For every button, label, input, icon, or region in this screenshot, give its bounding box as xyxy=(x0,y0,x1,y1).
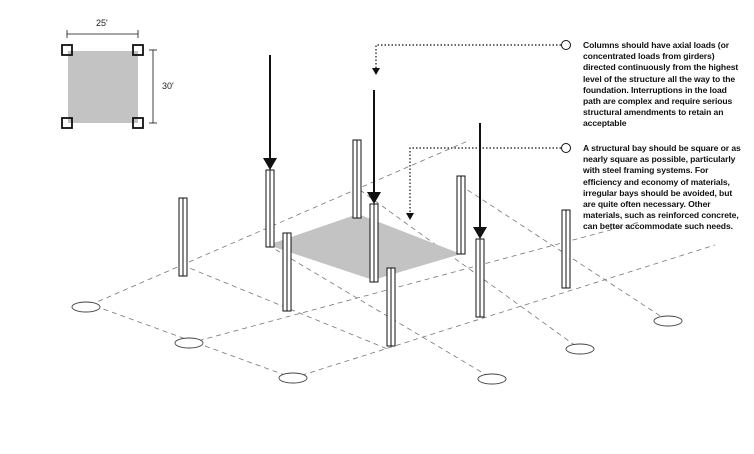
leader-arrow-head xyxy=(406,213,414,220)
grid-line xyxy=(89,139,471,306)
column xyxy=(386,267,396,347)
leader-line-axial-loads xyxy=(375,44,561,70)
column xyxy=(352,139,362,219)
leader-arrow-head xyxy=(372,68,380,75)
load-arrow-head xyxy=(367,192,381,204)
load-arrow-head xyxy=(263,158,277,170)
columns xyxy=(178,139,571,347)
plan-column xyxy=(132,117,144,129)
footings xyxy=(71,301,683,385)
plan-depth-label: 30' xyxy=(162,81,174,91)
column xyxy=(369,203,379,283)
grid-line xyxy=(459,184,669,322)
column xyxy=(282,232,292,312)
grid-line xyxy=(292,244,716,379)
column xyxy=(456,175,466,255)
footing xyxy=(477,373,507,385)
load-arrow-head xyxy=(473,227,487,239)
note-axial-loads: Columns should have axial loads (or conc… xyxy=(583,40,739,129)
footing xyxy=(71,301,101,313)
note-structural-bay: A structural bay should be square or as … xyxy=(583,143,741,232)
footing xyxy=(278,372,308,384)
leader-circle xyxy=(561,40,571,50)
plan-column xyxy=(61,117,73,129)
column xyxy=(561,209,571,289)
structural-bay-slab xyxy=(268,214,461,280)
bay-plan: 25' 30' xyxy=(61,18,174,129)
leader-line-structural-bay xyxy=(409,147,561,215)
footing xyxy=(565,343,595,355)
grid-line xyxy=(267,244,494,380)
column xyxy=(265,169,275,248)
plan-column xyxy=(132,44,144,56)
column xyxy=(178,197,188,277)
column xyxy=(475,238,485,318)
footing xyxy=(653,315,683,327)
leader-lines xyxy=(375,44,561,215)
plan-column xyxy=(61,44,73,56)
grid-line xyxy=(359,189,581,350)
load-arrows xyxy=(263,55,487,239)
grid-line xyxy=(94,305,294,379)
plan-bay-square xyxy=(68,51,138,123)
footing xyxy=(174,337,204,349)
plan-width-label: 25' xyxy=(96,18,108,28)
leader-circle xyxy=(561,143,571,153)
